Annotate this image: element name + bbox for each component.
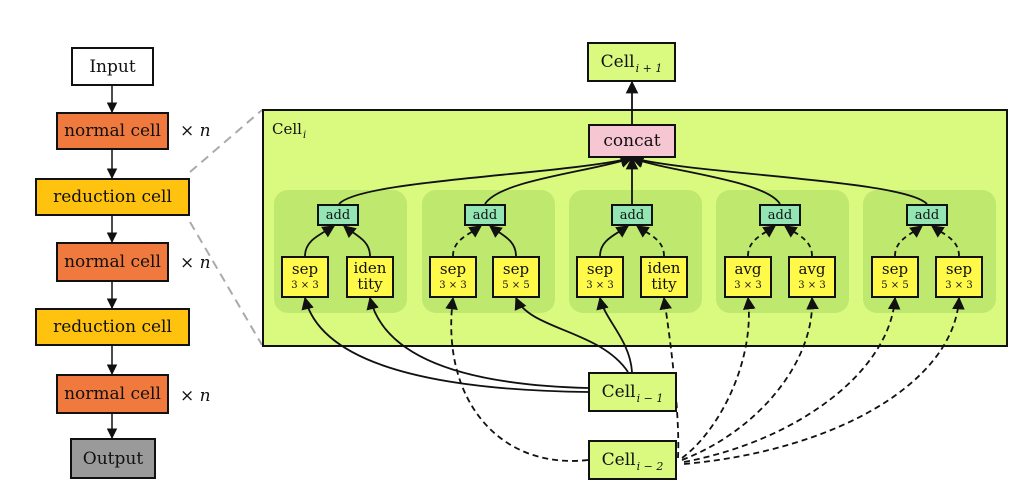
edge-g4-left-add	[747, 225, 777, 257]
edge-prev1-g2-right	[514, 296, 629, 373]
input-box: Input	[71, 47, 154, 86]
edge-add2-concat	[484, 155, 634, 205]
edge-add1-concat	[338, 154, 634, 205]
edge-prev2-g5-right	[683, 296, 965, 465]
edge-g2-left-add	[452, 225, 483, 257]
normal-cell-box-1: normal cell	[56, 112, 169, 150]
edge-g5-right-add	[930, 225, 960, 257]
normal-cell-box-3: normal cell	[56, 374, 169, 414]
edge-g5-left-add	[894, 225, 924, 257]
edge-g1-right-add	[343, 225, 371, 257]
reduction-cell-box-1: reduction cell	[35, 178, 190, 216]
edge-g4-right-add	[783, 225, 813, 257]
edge-prev2-g4-left	[681, 296, 756, 459]
repeat-label-2: × n	[180, 253, 211, 273]
edge-g3-left-add	[599, 225, 630, 257]
concat-box: concat	[588, 124, 676, 158]
edge-prev2-g4-right	[681, 296, 819, 461]
edge-add5-concat	[630, 154, 928, 205]
add-box-3: add	[611, 204, 653, 226]
add-box-1: add	[317, 204, 359, 226]
normal-cell-box-2: normal cell	[56, 242, 169, 282]
zoom-line-top	[189, 109, 263, 173]
edge-prev1-g3-left	[596, 296, 633, 373]
edge-g3-right-add	[635, 225, 665, 257]
edge-prev2-g5-left	[683, 296, 901, 463]
edge-prev1-g1-left	[301, 296, 589, 393]
edge-g2-right-add	[488, 225, 517, 257]
add-box-4: add	[759, 204, 801, 226]
add-box-2: add	[464, 204, 506, 226]
repeat-label-1: × n	[180, 121, 211, 141]
add-box-5: add	[906, 204, 948, 226]
output-box: Output	[70, 438, 156, 479]
edge-g1-left-add	[304, 225, 336, 257]
edge-add4-concat	[630, 156, 781, 205]
edge-prev1-g1-right	[366, 296, 589, 389]
reduction-cell-box-2: reduction cell	[35, 308, 190, 346]
repeat-label-3: × n	[180, 386, 211, 406]
cell-i-title: Celli	[272, 120, 307, 141]
edge-prev2-g2-left	[445, 296, 589, 462]
zoom-line-bottom	[189, 221, 263, 346]
